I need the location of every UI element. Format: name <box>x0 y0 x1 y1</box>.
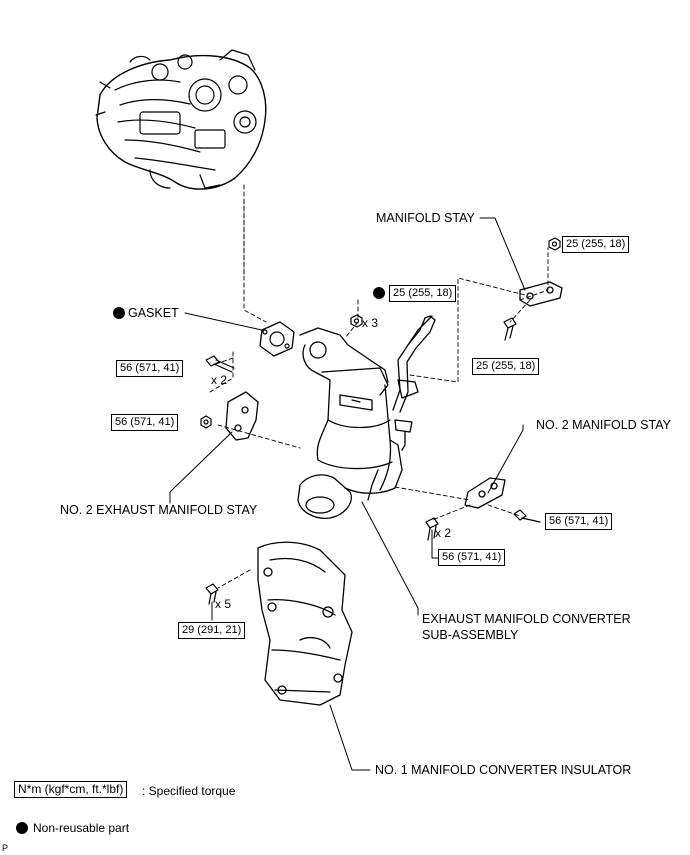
gasket-nonreusable-icon <box>113 307 125 319</box>
no1-insulator-label: NO. 1 MANIFOLD CONVERTER INSULATOR <box>375 763 632 777</box>
manifold-stay-part <box>519 281 563 307</box>
torque-insulator-bolt: 29 (291, 21) <box>178 622 246 639</box>
legend-nonreusable-icon <box>16 822 28 834</box>
stay-bolt <box>503 317 517 341</box>
gasket-part <box>259 321 295 357</box>
leader-lines <box>169 217 526 771</box>
no2-stay-bolt-multiplier: x 2 <box>435 526 452 540</box>
torque-stay-bolt: 25 (255, 18) <box>472 358 540 375</box>
exhaust-manifold-converter-label-line2: SUB-ASSEMBLY <box>422 628 519 642</box>
legend-nonreusable-text: Non-reusable part <box>33 821 130 835</box>
manifold-stay-label: MANIFOLD STAY <box>376 211 475 225</box>
corner-code: P <box>2 843 9 853</box>
torque-exh-stay-nut: 56 (571, 41) <box>111 414 179 431</box>
insulator-bolt-multiplier: x 5 <box>215 597 232 611</box>
exhaust-manifold-converter <box>297 315 436 519</box>
torque-stay-nut: 25 (255, 18) <box>562 236 630 253</box>
exh-stay-bolt-multiplier: x 2 <box>211 373 228 387</box>
no2-exhaust-manifold-stay-part <box>225 391 259 441</box>
stay-nut <box>548 237 561 251</box>
no1-manifold-converter-insulator-part <box>257 541 353 706</box>
manifold-nut-nonreusable-icon <box>373 287 385 299</box>
torque-no2-stay-bolt-right: 56 (571, 41) <box>545 513 613 530</box>
no2-stay-bolt-lower <box>425 517 439 541</box>
no2-manifold-stay-label: NO. 2 MANIFOLD STAY <box>536 418 671 432</box>
legend-torque-box: N*m (kgf*cm, ft.*lbf) <box>14 781 128 798</box>
alignment-lines <box>209 184 549 589</box>
torque-no2-stay-bolt-lower: 56 (571, 41) <box>438 549 506 566</box>
exh-stay-bolt <box>205 355 235 373</box>
no2-manifold-stay-part <box>464 477 506 509</box>
engine-block-illustration <box>95 49 267 190</box>
no2-stay-bolt-right <box>513 509 541 523</box>
manifold-nut-multiplier: x 3 <box>362 316 379 330</box>
insulator-bolt <box>205 583 219 605</box>
no2-exhaust-manifold-stay-label: NO. 2 EXHAUST MANIFOLD STAY <box>60 503 258 517</box>
exh-stay-nut <box>200 415 212 429</box>
gasket-label: GASKET <box>128 306 179 320</box>
torque-exh-stay-bolt: 56 (571, 41) <box>116 360 184 377</box>
exhaust-manifold-converter-label: EXHAUST MANIFOLD CONVERTER <box>422 612 631 626</box>
torque-manifold-nut: 25 (255, 18) <box>389 285 457 302</box>
legend-torque-text: : Specified torque <box>142 784 236 798</box>
manifold-nut <box>350 314 363 328</box>
